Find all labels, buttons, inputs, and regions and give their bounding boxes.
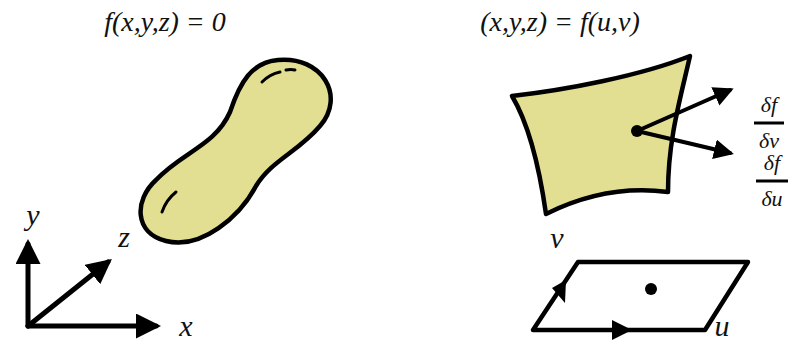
- equation-label: (x,y,z) = f(u,v): [480, 8, 640, 36]
- derivative-denominator: δv: [759, 130, 779, 152]
- derivative-numerator: δf: [761, 94, 777, 116]
- fraction-bars: [754, 123, 788, 181]
- axis-label: x: [179, 311, 192, 341]
- domain-arrowheads: [552, 280, 632, 340]
- implicit-surface: [141, 60, 331, 243]
- parameter-label: u: [715, 311, 730, 341]
- axis-label: z: [118, 222, 130, 252]
- axes: [28, 244, 156, 326]
- axis-label: y: [26, 200, 39, 230]
- domain-point: [645, 283, 657, 295]
- equation-label: f(x,y,z) = 0: [104, 8, 226, 36]
- highlight-strokes: [162, 70, 295, 213]
- parametric-surface: [512, 56, 690, 214]
- derivative-denominator: δu: [761, 188, 782, 210]
- parameter-label: v: [550, 223, 563, 253]
- tangent-arrows: [637, 90, 730, 153]
- derivative-numerator: δf: [764, 152, 780, 174]
